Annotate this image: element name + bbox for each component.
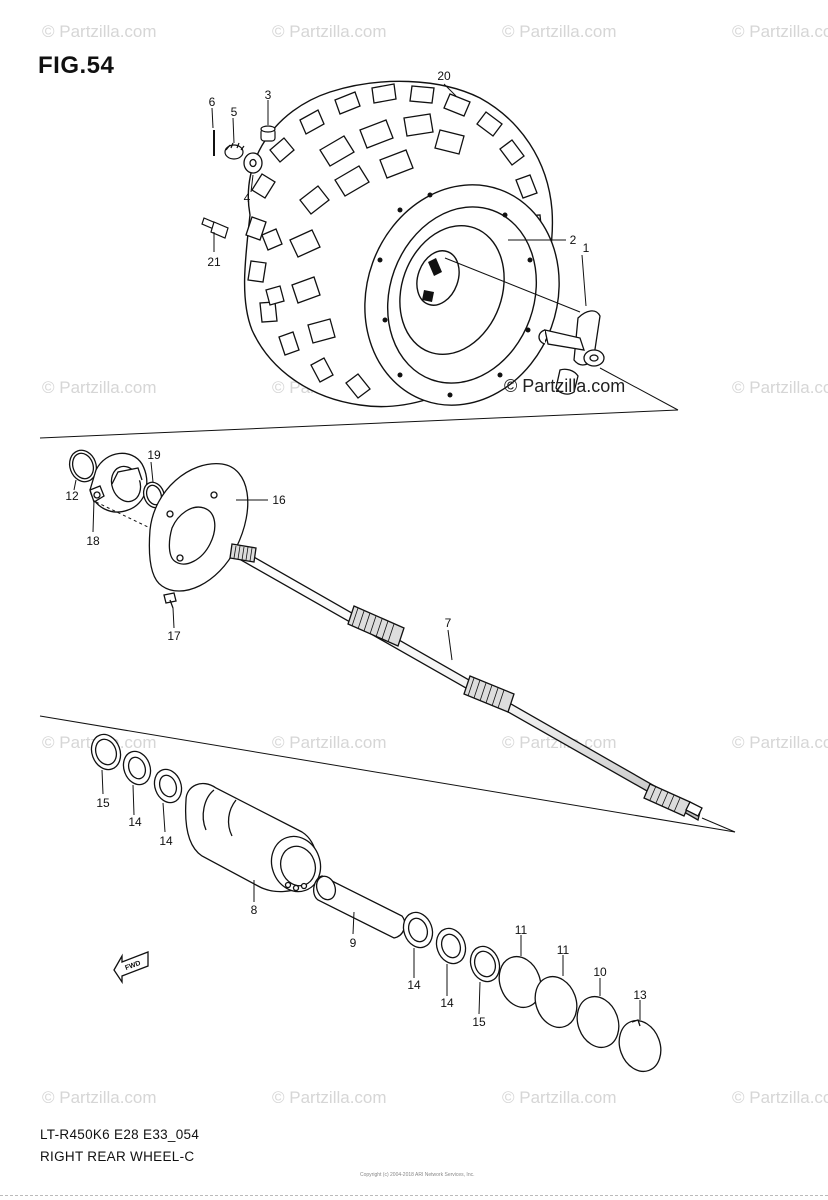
watermark: © Partzilla.com bbox=[42, 1088, 157, 1107]
leader-lines-top bbox=[39, 83, 679, 439]
figure-title: FIG.54 bbox=[38, 52, 115, 79]
callout-7: 7 bbox=[444, 616, 452, 630]
watermark: © Partzilla.com bbox=[732, 378, 828, 397]
disc-bolt bbox=[163, 592, 177, 604]
callout-18: 18 bbox=[86, 534, 100, 548]
leader-lines-housing bbox=[101, 769, 641, 1020]
callout-8: 8 bbox=[250, 903, 258, 917]
callout-14: 14 bbox=[440, 996, 454, 1010]
castle-nut bbox=[224, 142, 245, 160]
callout-5: 5 bbox=[230, 105, 238, 119]
drive-shaft bbox=[229, 543, 703, 821]
callout-11: 11 bbox=[514, 923, 528, 937]
figure-caption: RIGHT REAR WHEEL-C bbox=[40, 1149, 195, 1164]
watermark: © Partzilla.com bbox=[502, 22, 617, 41]
callout-4: 4 bbox=[243, 191, 251, 205]
watermark: © Partzilla.com bbox=[272, 1088, 387, 1107]
callout-14: 14 bbox=[159, 834, 173, 848]
watermark: © Partzilla.com bbox=[732, 22, 828, 41]
watermark: © Partzilla.com bbox=[502, 1088, 617, 1107]
knuckle bbox=[538, 310, 605, 395]
valve-cap bbox=[260, 125, 276, 142]
o-ring bbox=[534, 975, 578, 1029]
washer bbox=[243, 152, 263, 174]
callout-17: 17 bbox=[167, 629, 181, 643]
watermark: © Partzilla.com bbox=[272, 22, 387, 41]
callout-6: 6 bbox=[208, 95, 216, 109]
callout-15: 15 bbox=[96, 796, 110, 810]
callout-9: 9 bbox=[349, 936, 357, 950]
leader-lines-shaft bbox=[39, 629, 736, 833]
callout-12: 12 bbox=[65, 489, 79, 503]
callout-14: 14 bbox=[407, 978, 421, 992]
hub-group bbox=[68, 449, 249, 609]
snap-ring bbox=[618, 1019, 662, 1073]
callout-19: 19 bbox=[147, 448, 161, 462]
tire-assembly bbox=[243, 80, 560, 408]
callout-14: 14 bbox=[128, 815, 142, 829]
callout-21: 21 bbox=[207, 255, 221, 269]
fwd-arrow-icon bbox=[113, 951, 149, 985]
callout-3: 3 bbox=[264, 88, 272, 102]
callout-2: 2 bbox=[569, 233, 577, 247]
watermark: © Partzilla.com bbox=[732, 733, 828, 752]
callout-15: 15 bbox=[472, 1015, 486, 1029]
o-ring bbox=[498, 955, 542, 1009]
copyright-label: © Partzilla.com bbox=[504, 376, 626, 396]
callout-11: 11 bbox=[556, 943, 570, 957]
callout-10: 10 bbox=[593, 965, 607, 979]
leader-lines-hub bbox=[73, 461, 268, 629]
callout-1: 1 bbox=[582, 241, 590, 255]
bottom-divider bbox=[0, 1195, 828, 1196]
watermark: © Partzilla.com bbox=[272, 733, 387, 752]
watermark: © Partzilla.com bbox=[732, 1088, 828, 1107]
axle-housing-group bbox=[90, 733, 662, 1073]
ring bbox=[576, 995, 620, 1049]
callout-16: 16 bbox=[272, 493, 286, 507]
tire-valve bbox=[201, 217, 229, 239]
watermark: © Partzilla.com bbox=[42, 378, 157, 397]
watermark: © Partzilla.com bbox=[42, 22, 157, 41]
model-code: LT-R450K6 E28 E33_054 bbox=[40, 1127, 200, 1142]
tiny-copyright-note: Copyright (c) 2004-2018 ARI Network Serv… bbox=[360, 1172, 475, 1178]
callout-20: 20 bbox=[437, 69, 451, 83]
callout-13: 13 bbox=[633, 988, 647, 1002]
